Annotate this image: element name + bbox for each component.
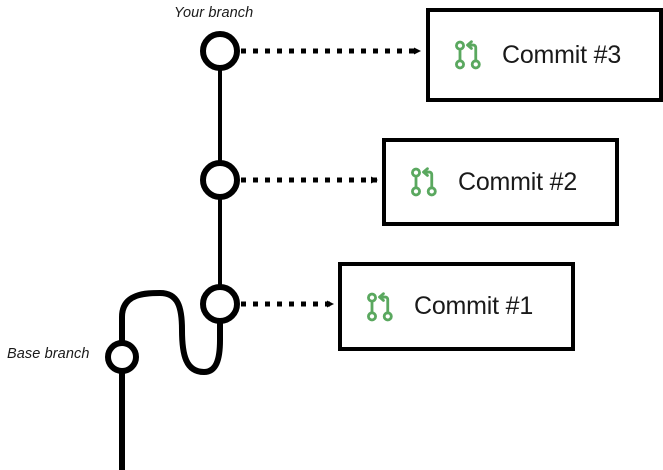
git-pull-request-icon xyxy=(455,40,481,70)
commit-card-2[interactable]: Commit #2 xyxy=(382,138,619,226)
commit-node-3[interactable] xyxy=(200,31,240,71)
your-branch-label: Your branch xyxy=(174,5,254,21)
commit-card-1[interactable]: Commit #1 xyxy=(338,262,575,351)
base-branch-label: Base branch xyxy=(7,346,90,362)
git-pull-request-icon xyxy=(411,167,437,197)
commit-node-2[interactable] xyxy=(200,160,240,200)
commit-label-3: Commit #3 xyxy=(502,40,622,69)
commit-card-3[interactable]: Commit #3 xyxy=(426,8,663,102)
git-pull-request-icon xyxy=(367,291,393,321)
commit-label-1: Commit #1 xyxy=(414,292,534,320)
branch-merge-curve xyxy=(119,289,223,376)
base-branch-node[interactable] xyxy=(105,340,139,374)
commit-label-2: Commit #2 xyxy=(458,167,578,196)
commit-node-1[interactable] xyxy=(200,284,240,324)
